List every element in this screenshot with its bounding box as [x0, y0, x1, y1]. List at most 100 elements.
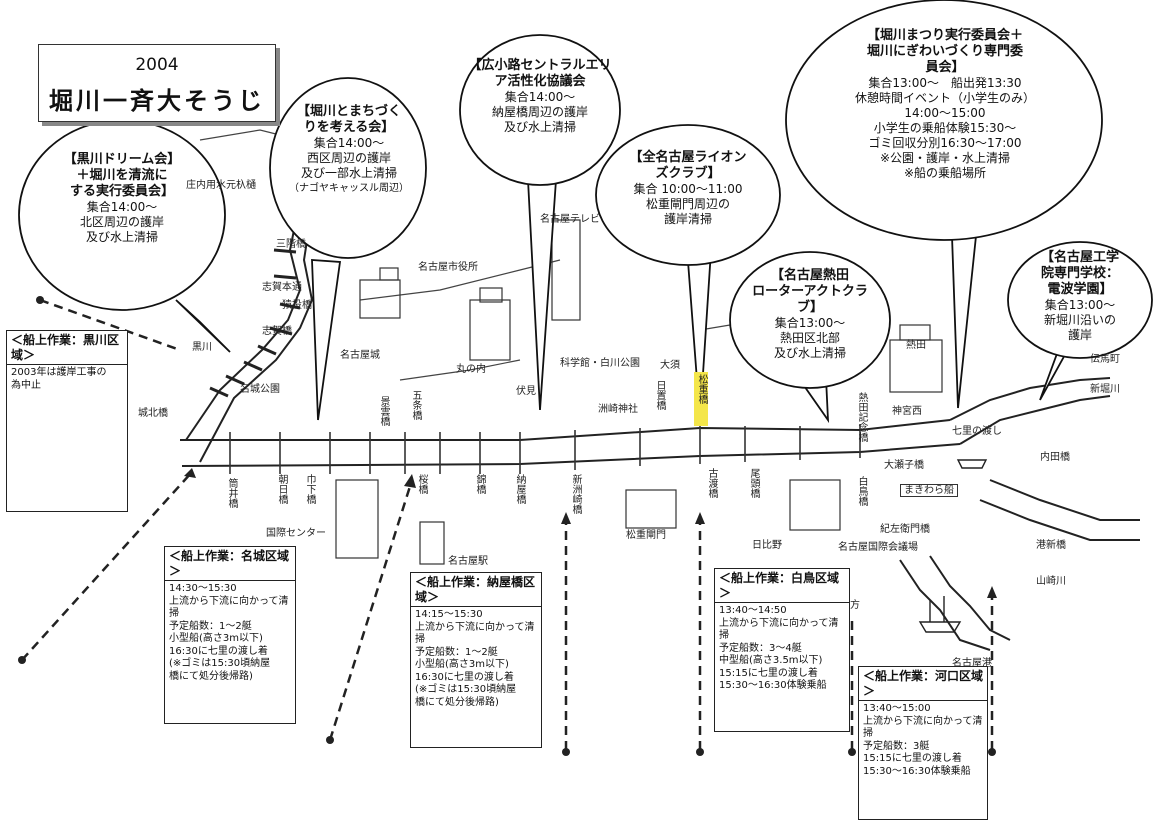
- box-line: 予定船数：1～2艇: [415, 646, 498, 658]
- place-label: 名古屋市役所: [418, 262, 478, 273]
- place-label: 内田橋: [1040, 452, 1070, 463]
- bridge-label: 景雲橋: [378, 396, 389, 426]
- place-label: 洲崎神社: [598, 404, 638, 415]
- place-label: 城北橋: [138, 408, 168, 419]
- route-end-markers: [18, 296, 997, 756]
- bubble-kurokawa: 【黒川ドリーム会】 ＋堀川を清流に する実行委員会】 集合14:00～ 北区周辺…: [32, 152, 212, 245]
- box-line: 予定船数：3艇: [863, 740, 930, 752]
- bridge-label: 筒井橋: [226, 478, 237, 508]
- title-box: 2004 堀川一斉大そうじ: [38, 44, 276, 122]
- bubble-org: 院専門学校：: [1040, 266, 1119, 281]
- bubble-org: 【広小路セントラルエリ: [468, 58, 612, 73]
- box-line: (※ゴミは15:30頃納屋: [415, 684, 517, 695]
- bubble-line: ゴミ回収分別16:30～17:00: [868, 136, 1022, 150]
- bubble-org: ＋堀川を清流に: [76, 168, 168, 183]
- box-line: 13:40～15:00: [863, 703, 931, 714]
- place-label: 紀左衛門橋: [880, 524, 930, 535]
- box-line: 15:30～16:30体験乗船: [863, 765, 971, 777]
- bubble-machizukuri: 【堀川とまちづく りを考える会】 集合14:00～ 西区周辺の護岸 及び一部水上…: [276, 104, 422, 196]
- bubble-kogakuin: 【名古屋工学 院専門学校： 電波学園】 集合13:00～ 新堀川沿いの 護岸: [1018, 250, 1142, 343]
- bubble-line: 集合14:00～: [86, 200, 158, 214]
- place-label: 伏見: [516, 386, 536, 397]
- box-title: ＜船上作業：納屋橋区域＞: [411, 575, 541, 607]
- place-label: 名古屋駅: [448, 556, 488, 567]
- title-main: 堀川一斉大そうじ: [49, 87, 265, 115]
- box-line: 15:15に七里の渡し着: [719, 667, 818, 679]
- horikawa-river: [180, 419, 961, 467]
- bubble-line: 集合13:00～: [1044, 298, 1116, 312]
- place-label: 神宮西: [892, 406, 922, 417]
- place-label: 名古屋城: [340, 350, 380, 361]
- bubble-org: 堀川にぎわいづくり専門委: [866, 44, 1023, 59]
- bubble-line: 及び水上清掃: [773, 346, 846, 360]
- place-label: 七里の渡し: [952, 426, 1002, 437]
- bubble-line: 休憩時間イベント（小学生のみ）: [854, 91, 1035, 105]
- box-line: 予定船数：1～2艇: [169, 620, 252, 632]
- box-line: 14:15～15:30: [415, 609, 483, 620]
- box-line: 小型船(高さ3m以下): [415, 659, 509, 670]
- building-sketches: [335, 219, 943, 565]
- bubble-line: 及び水上清掃: [85, 230, 158, 244]
- bubble-org: する実行委員会】: [69, 184, 174, 199]
- place-label: 名古屋国際会議場: [838, 542, 918, 553]
- bridge-ticks: [229, 424, 861, 474]
- bubble-org: 【堀川とまちづく: [296, 104, 401, 119]
- box-line: 15:30～16:30体験乗船: [719, 680, 827, 691]
- place-label: 新堀川: [1090, 384, 1120, 395]
- bridge-label: 五条橋: [410, 390, 421, 420]
- boat-route-lines: [21, 298, 994, 750]
- place-label: 科学館・白川公園: [560, 358, 640, 369]
- bubble-org: 【名古屋熱田: [770, 268, 849, 283]
- bubble-line: 及び一部水上清掃: [300, 166, 397, 180]
- box-line: 上流から下流に向かって清掃: [415, 621, 535, 646]
- box-line: 橋にて処分後帰路): [169, 670, 253, 682]
- bubble-org: ブ】: [796, 300, 823, 315]
- bridge-label: 松重橋: [696, 374, 707, 404]
- bridge-label: 白鳥橋: [856, 476, 867, 506]
- bubble-line: 西区周辺の護岸: [306, 151, 391, 165]
- bubble-org: りを考える会】: [303, 120, 395, 135]
- place-label: 大須: [660, 360, 680, 371]
- box-line: 中型船(高さ3.5m以下): [719, 655, 823, 666]
- title-year: 2004: [135, 55, 179, 75]
- box-title: ＜船上作業：名城区域＞: [165, 549, 295, 581]
- box-line: 14:30～15:30: [169, 583, 237, 594]
- bubble-org: 【黒川ドリーム会】: [63, 152, 181, 167]
- bubble-hirokoji: 【広小路セントラルエリ ア活性化協議会 集合14:00～ 納屋橋周辺の護岸 及び…: [464, 58, 616, 135]
- bubble-org: ズクラブ】: [655, 166, 721, 181]
- bubble-line: （ナゴヤキャッスル周辺）: [289, 183, 409, 194]
- place-label: 名古屋港: [952, 658, 992, 669]
- bubble-line: 熱田区北部: [779, 331, 840, 345]
- bubble-line: ※公園・護岸・水上清掃: [879, 151, 1011, 165]
- bridge-label: 日置橋: [654, 380, 665, 410]
- bubble-org: 員会】: [925, 60, 965, 75]
- bridge-label: 桜橋: [416, 474, 427, 494]
- bridge-label: 尾頭橋: [748, 468, 759, 498]
- bubble-outlines: [18, 0, 1153, 424]
- bubble-org: 電波学園】: [1047, 282, 1113, 297]
- place-label: 松重閘門: [626, 530, 666, 541]
- bubble-lions: 【全名古屋ライオン ズクラブ】 集合 10:00～11:00 松重閘門周辺の 護…: [606, 150, 770, 227]
- bubble-rotaract: 【名古屋熱田 ローターアクトクラ ブ】 集合13:00～ 熱田区北部 及び水上清…: [742, 268, 878, 361]
- bubble-line: 集合 10:00～11:00: [633, 182, 743, 196]
- box-line: 予定船数：3～4艇: [719, 642, 802, 654]
- box-line: (※ゴミは15:30頃納屋: [169, 658, 271, 669]
- box-line: 橋にて処分後帰路): [415, 696, 499, 708]
- bubble-line: 及び水上清掃: [503, 120, 576, 134]
- bubble-line: 集合13:00～: [774, 316, 846, 330]
- place-label: 船方: [840, 600, 860, 611]
- box-kawaguchi-area: ＜船上作業：河口区域＞ 13:40～15:00 上流から下流に向かって清掃 予定…: [858, 666, 988, 820]
- boat-icons: [918, 459, 988, 633]
- bubble-line: 集合14:00～: [313, 136, 385, 150]
- box-line: 上流から下流に向かって清掃: [719, 617, 839, 642]
- estuary-channel: [899, 555, 1011, 651]
- bubble-org: 【全名古屋ライオン: [629, 150, 747, 165]
- bubble-line: 集合13:00～ 船出発13:30: [868, 76, 1022, 90]
- box-line: 為中止: [11, 379, 41, 391]
- bubble-org: 【堀川まつり実行委員会＋: [866, 28, 1023, 43]
- bubble-line: 護岸清掃: [663, 212, 712, 226]
- box-shiratori-area: ＜船上作業：白鳥区域＞ 13:40～14:50 上流から下流に向かって清掃 予定…: [714, 568, 850, 732]
- place-label: 熱田: [906, 340, 926, 351]
- bubble-line: 14:00～15:00: [904, 106, 986, 120]
